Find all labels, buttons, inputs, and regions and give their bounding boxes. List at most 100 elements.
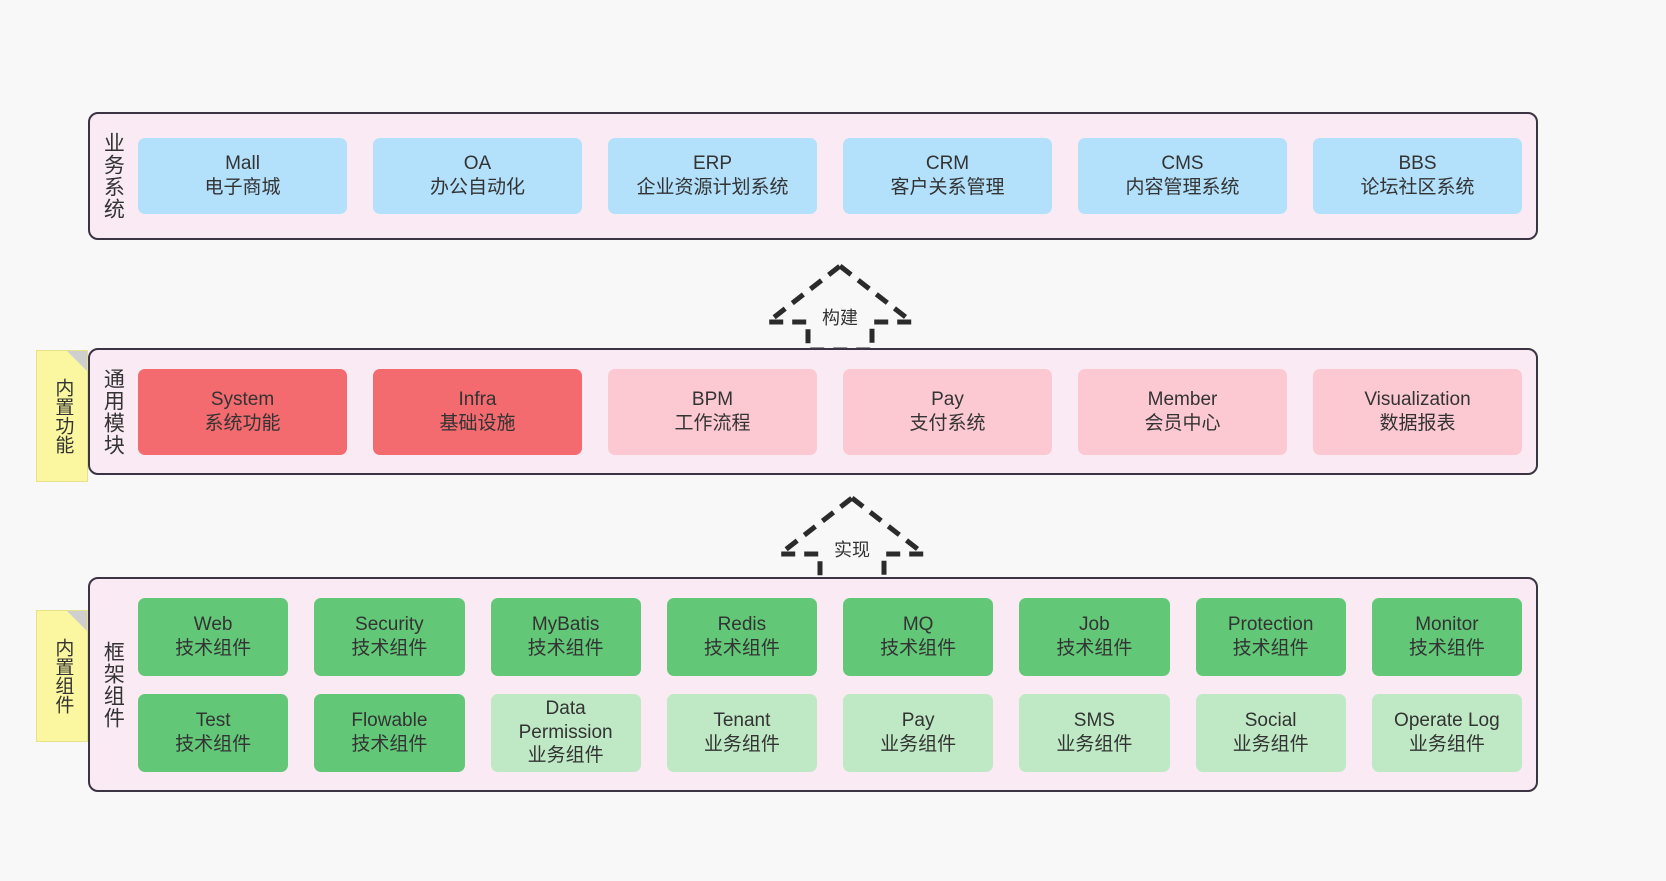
card-subtitle: 电子商城 [204,177,281,198]
connector-realize: 实现 [772,492,932,588]
card-flowable[interactable]: Flowable 技术组件 [314,693,465,772]
layer-business-systems: 业务系统 Mall 电子商城 OA 办公自动化 ERP 企业资源计划系统 CRM… [88,112,1538,240]
card-subtitle: 业务组件 [1232,733,1309,755]
card-title: OA [463,153,492,175]
card-title: Flowable [351,709,428,731]
card-subtitle: 工作流程 [674,412,751,434]
card-title: SMS [1073,709,1115,731]
connector-label: 构建 [822,308,858,328]
card-mall[interactable]: Mall 电子商城 [138,138,347,214]
card-title: Monitor [1415,613,1479,635]
card-subtitle: 业务组件 [527,745,604,767]
card-sms[interactable]: SMS 业务组件 [1019,693,1170,772]
card-monitor[interactable]: Monitor 技术组件 [1371,597,1522,676]
card-test[interactable]: Test 技术组件 [138,693,289,772]
card-title: MQ [902,613,934,635]
note-builtin-component[interactable]: 内置组件 [36,610,88,742]
card-title: Data [545,697,586,719]
card-subtitle: 技术组件 [703,637,780,659]
card-redis[interactable]: Redis 技术组件 [666,597,817,676]
card-social[interactable]: Social 业务组件 [1195,693,1346,772]
card-subtitle: 业务组件 [1056,733,1133,755]
card-oa[interactable]: OA 办公自动化 [373,138,582,214]
card-subtitle: 系统功能 [204,412,281,434]
layer-body-framework-components: Web 技术组件 Security 技术组件 MyBatis 技术组件 Redi… [134,579,1536,790]
card-pay-component[interactable]: Pay 业务组件 [843,693,994,772]
card-title: Test [195,709,231,731]
card-subtitle: 技术组件 [1056,637,1133,659]
layer-body-common-modules: System 系统功能 Infra 基础设施 BPM 工作流程 Pay 支付系统… [134,350,1536,473]
card-crm[interactable]: CRM 客户关系管理 [843,138,1052,214]
card-row: Test 技术组件 Flowable 技术组件 Data Permission … [138,693,1522,772]
card-subtitle: 支付系统 [909,412,986,434]
card-subtitle: 业务组件 [703,733,780,755]
card-subtitle: 客户关系管理 [890,177,1005,198]
card-operate-log[interactable]: Operate Log 业务组件 [1371,693,1522,772]
card-title: Infra [458,388,497,410]
card-mybatis[interactable]: MyBatis 技术组件 [490,597,641,676]
layer-title-framework-components: 框架组件 [101,640,125,729]
card-subtitle: 技术组件 [351,637,428,659]
card-title: Redis [717,613,767,635]
layer-framework-components: 框架组件 Web 技术组件 Security 技术组件 MyBatis 技术组件… [88,577,1538,792]
card-subtitle: 论坛社区系统 [1360,177,1475,198]
card-subtitle: 技术组件 [175,637,252,659]
card-pay[interactable]: Pay 支付系统 [843,368,1052,455]
card-subtitle: 会员中心 [1144,412,1221,434]
card-title: Security [355,613,424,635]
card-subtitle: 技术组件 [175,733,252,755]
note-builtin-function[interactable]: 内置功能 [36,350,88,482]
card-security[interactable]: Security 技术组件 [314,597,465,676]
card-title: Pay [931,388,964,410]
card-subtitle: 技术组件 [1232,637,1309,659]
card-title: Social [1244,709,1297,731]
card-job[interactable]: Job 技术组件 [1019,597,1170,676]
card-title: Protection [1227,613,1314,635]
card-protection[interactable]: Protection 技术组件 [1195,597,1346,676]
card-title: Operate Log [1394,709,1500,731]
card-bpm[interactable]: BPM 工作流程 [608,368,817,455]
card-title: Web [193,613,233,635]
card-subtitle: 业务组件 [1408,733,1485,755]
layer-common-modules: 通用模块 System 系统功能 Infra 基础设施 BPM 工作流程 Pay… [88,348,1538,475]
card-title: ERP [692,153,733,175]
card-data-permission[interactable]: Data Permission 业务组件 [490,693,641,772]
card-bbs[interactable]: BBS 论坛社区系统 [1313,138,1522,214]
card-infra[interactable]: Infra 基础设施 [373,368,582,455]
card-subtitle: 办公自动化 [429,177,525,198]
card-title: CRM [925,153,970,175]
card-subtitle: 技术组件 [351,733,428,755]
card-mq[interactable]: MQ 技术组件 [843,597,994,676]
card-row: Mall 电子商城 OA 办公自动化 ERP 企业资源计划系统 CRM 客户关系… [138,138,1522,214]
card-title: Member [1147,388,1218,410]
card-system[interactable]: System 系统功能 [138,368,347,455]
card-row: System 系统功能 Infra 基础设施 BPM 工作流程 Pay 支付系统… [138,368,1522,455]
card-subtitle: 技术组件 [527,637,604,659]
card-web[interactable]: Web 技术组件 [138,597,289,676]
card-title: CMS [1161,153,1204,175]
card-subtitle: 基础设施 [439,412,516,434]
card-title: MyBatis [531,613,600,635]
card-title: Tenant [713,709,771,731]
card-subtitle: 内容管理系统 [1125,177,1240,198]
card-tenant[interactable]: Tenant 业务组件 [666,693,817,772]
card-subtitle: 企业资源计划系统 [636,177,789,198]
card-member[interactable]: Member 会员中心 [1078,368,1287,455]
connector-build: 构建 [760,260,920,356]
card-title: Visualization [1364,388,1471,410]
card-title: System [210,388,275,410]
layer-title-common-modules: 通用模块 [101,367,125,456]
card-visualization[interactable]: Visualization 数据报表 [1313,368,1522,455]
card-title-line2: Permission [518,721,613,743]
card-title: Job [1079,613,1110,635]
card-title: BBS [1398,153,1437,175]
card-erp[interactable]: ERP 企业资源计划系统 [608,138,817,214]
card-title: Mall [225,153,260,175]
connector-label: 实现 [834,540,870,560]
card-title: BPM [691,388,734,410]
layer-title-business-systems: 业务系统 [101,132,125,220]
card-cms[interactable]: CMS 内容管理系统 [1078,138,1287,214]
card-subtitle: 业务组件 [880,733,957,755]
layer-body-business-systems: Mall 电子商城 OA 办公自动化 ERP 企业资源计划系统 CRM 客户关系… [134,114,1536,238]
